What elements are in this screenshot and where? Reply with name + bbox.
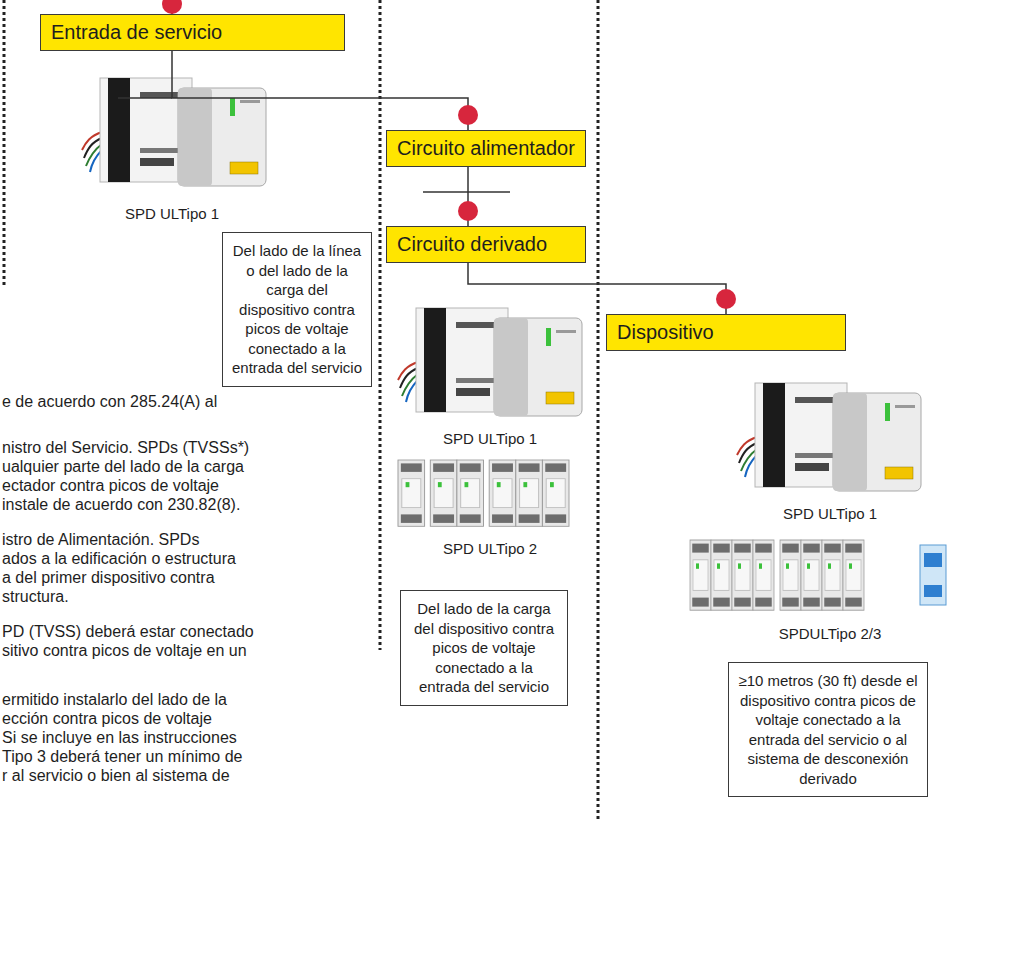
note-fragment: e de acuerdo con 285.24(A) al — [2, 392, 217, 411]
note-fragment: Tipo 3 deberá tener un mínimo de — [2, 747, 242, 766]
level-box: Entrada de servicio — [40, 14, 345, 51]
spd-type1-image — [737, 383, 921, 491]
note-text: Del lado de la línea o del lado de la ca… — [231, 241, 363, 378]
note-fragment: ados a la edificación o estructura — [2, 549, 236, 568]
red-dot — [716, 289, 736, 309]
note-fragment: PD (TVSS) deberá estar conectado — [2, 622, 254, 641]
product-label: SPDULTipo 2/3 — [779, 625, 882, 642]
note-box: Del lado de la línea o del lado de la ca… — [222, 232, 372, 387]
spd-type1-image — [398, 308, 582, 416]
note-fragment: r al servicio o bien al sistema de — [2, 766, 230, 785]
spd-type2-image — [398, 460, 569, 526]
level-box: Circuito alimentador — [386, 130, 586, 167]
note-fragment: ualquier parte del lado de la carga — [2, 457, 244, 476]
level-title: Circuito alimentador — [397, 136, 575, 161]
spd-type1-image — [82, 78, 266, 186]
red-dot — [458, 105, 478, 125]
note-fragment: Si se incluye en las instrucciones — [2, 728, 237, 747]
level-box: Dispositivo — [606, 314, 846, 351]
separator — [3, 0, 6, 285]
red-dot — [162, 0, 182, 14]
note-fragment: ermitido instalarlo del lado de la — [2, 690, 227, 709]
level-title: Entrada de servicio — [51, 20, 334, 45]
note-fragment: istro de Alimentación. SPDs — [2, 530, 199, 549]
spd-type3-image — [920, 545, 946, 605]
level-box: Circuito derivado — [386, 226, 586, 263]
branch-line — [118, 97, 172, 99]
note-box: ≥10 metros (30 ft) desde el dispositivo … — [728, 662, 928, 797]
note-fragment: sitivo contra picos de voltaje en un — [2, 641, 247, 660]
note-fragment: ección contra picos de voltaje — [2, 709, 212, 728]
product-label: SPD ULTipo 1 — [125, 205, 219, 222]
note-text: Del lado de la carga del dispositivo con… — [409, 599, 559, 697]
product-label: SPD ULTipo 1 — [783, 505, 877, 522]
branch-line — [423, 191, 510, 193]
separator — [597, 0, 600, 820]
note-fragment: structura. — [2, 587, 69, 606]
product-label: SPD ULTipo 2 — [443, 540, 537, 557]
connector-line — [172, 51, 468, 130]
connector-line — [468, 263, 726, 314]
note-fragment: a del primer dispositivo contra — [2, 568, 215, 587]
note-box: Del lado de la carga del dispositivo con… — [400, 590, 568, 706]
note-text: ≥10 metros (30 ft) desde el dispositivo … — [737, 671, 919, 788]
spd-type23-image — [690, 540, 864, 610]
note-fragment: nistro del Servicio. SPDs (TVSSs*) — [2, 438, 249, 457]
note-fragment: instale de acuerdo con 230.82(8). — [2, 495, 240, 514]
product-label: SPD ULTipo 1 — [443, 430, 537, 447]
red-dot — [458, 201, 478, 221]
note-fragment: ectador contra picos de voltaje — [2, 476, 219, 495]
level-title: Dispositivo — [617, 320, 835, 345]
level-title: Circuito derivado — [397, 232, 575, 257]
